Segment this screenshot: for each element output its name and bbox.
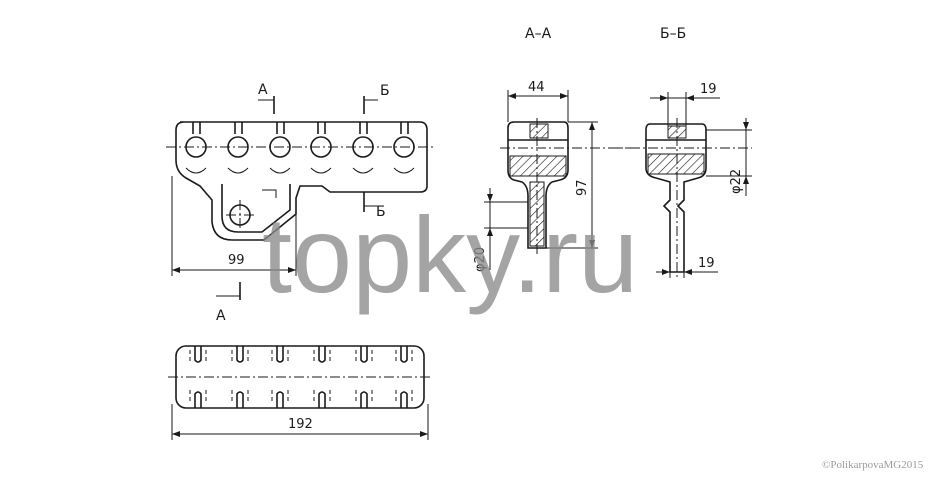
cut-plane-a: А А: [216, 82, 275, 324]
copyright: ©PolikarpovaMG2015: [822, 459, 924, 471]
dimension-192: 192: [171, 404, 429, 440]
dimension-99: 99: [171, 176, 297, 276]
cut-a-label-bottom: А: [216, 308, 226, 324]
bottom-slots: [194, 346, 408, 408]
dim-front-width: 99: [228, 253, 245, 268]
dimension-44: 44: [507, 80, 569, 122]
dim-section-a-width: 44: [528, 80, 545, 95]
section-a-a: А–А 44 97 φ20: [473, 26, 630, 272]
section-b-b-title: Б–Б: [660, 26, 686, 42]
section-b-b: Б–Б 19 φ22 19: [612, 26, 752, 278]
dimension-97: 97: [546, 121, 598, 249]
cut-a-label-top: А: [258, 82, 268, 98]
dimension-phi22: φ22: [706, 118, 752, 196]
dim-section-b-bottom-width: 19: [698, 256, 715, 271]
dim-bottom-length: 192: [288, 417, 313, 432]
cut-plane-b: Б Б: [363, 83, 390, 220]
dim-section-a-height: 97: [575, 179, 590, 196]
front-view: А А Б Б 99: [166, 82, 436, 324]
top-slots: [192, 122, 409, 134]
dimension-19-bottom: 19: [656, 250, 718, 278]
dimension-19-top: 19: [650, 82, 720, 126]
cut-b-label-top: Б: [380, 83, 390, 99]
dim-section-a-diameter: φ20: [473, 247, 488, 272]
bottom-view: 192: [168, 345, 432, 440]
cut-b-label-bottom: Б: [376, 204, 386, 220]
section-a-a-title: А–А: [525, 26, 552, 42]
watermark: topky.ru: [262, 194, 638, 315]
dim-section-b-top-width: 19: [700, 82, 717, 97]
dim-section-b-diameter: φ22: [729, 169, 744, 194]
dimension-phi20: φ20: [473, 188, 528, 272]
